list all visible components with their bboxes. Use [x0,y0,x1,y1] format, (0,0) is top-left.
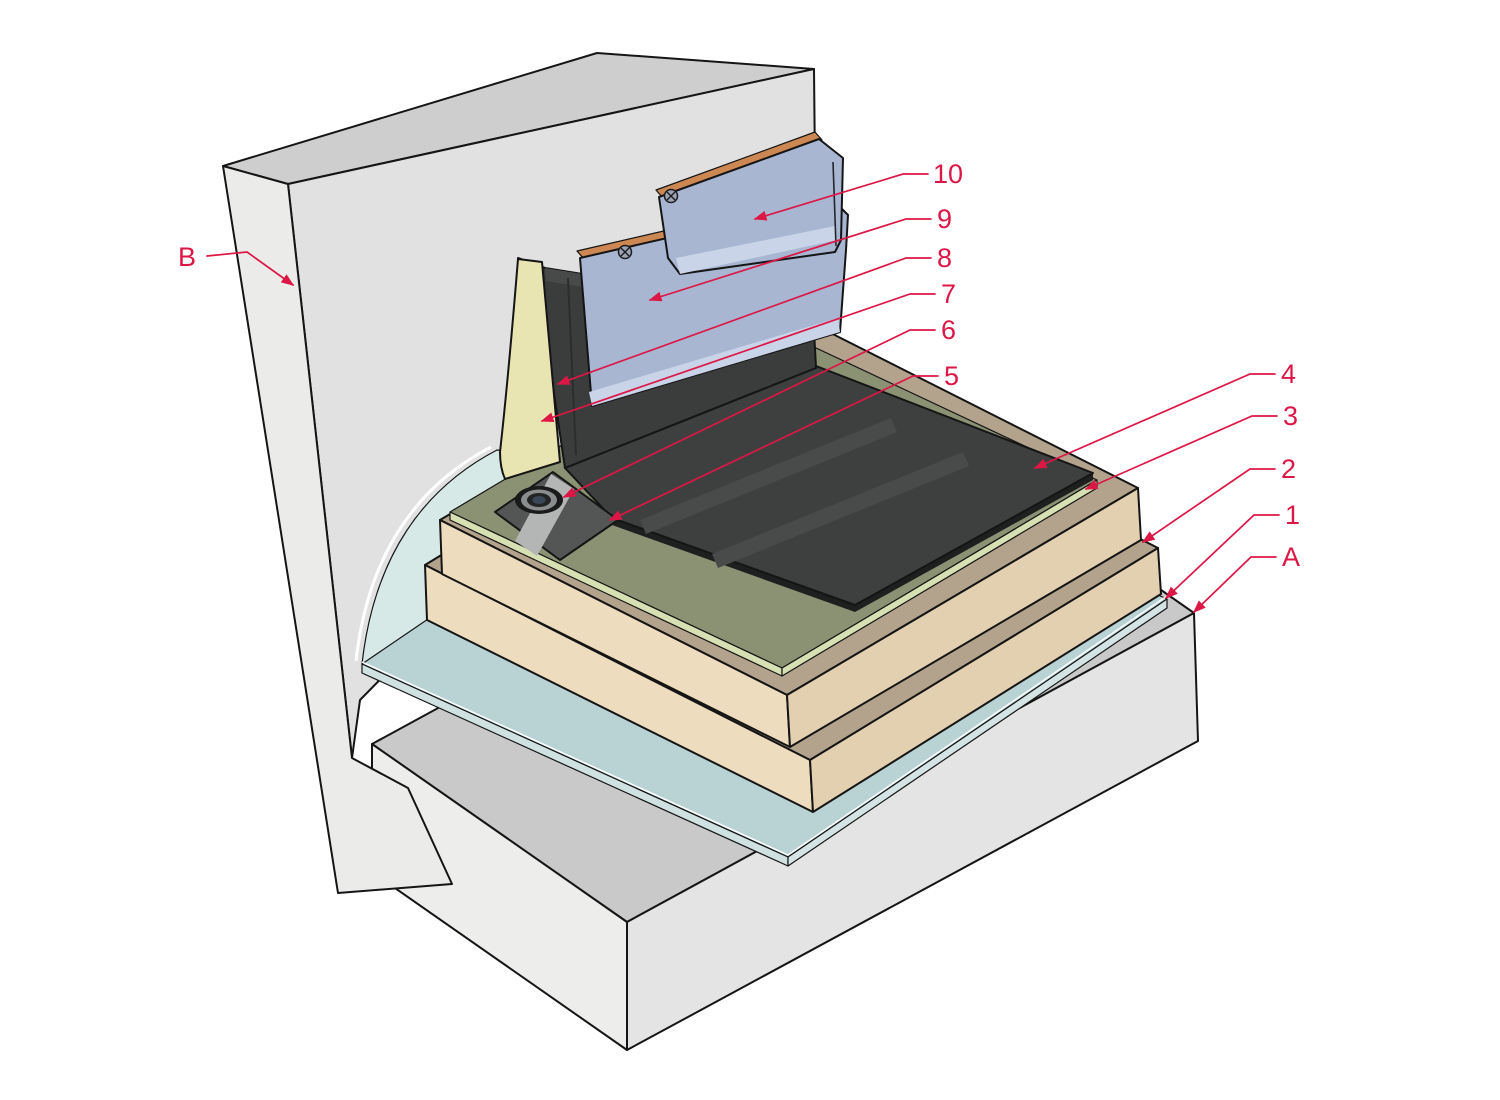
sealant-strip [499,258,561,480]
callout-leader-A [1192,556,1277,614]
fastener-screw-head [532,496,546,504]
flashing-10-return-edge [832,161,837,247]
callout-leader-9 [648,218,932,302]
callout-leader-6 [562,329,936,498]
vapour-edge-highlight [361,595,1168,856]
cove-edge-highlight [354,445,492,662]
callout-label-7: 7 [941,279,956,309]
insulation-upper-right-face [786,487,1142,748]
callout-leader-B [206,251,295,286]
callout-label-6: 6 [941,315,956,345]
callout-label-A: A [1282,542,1300,572]
membrane-upstand-corner-line [567,277,577,456]
callout-leader-1 [1164,514,1280,600]
flashing-10-screw-slot [666,191,676,201]
callout-label-B: B [178,242,196,272]
callout-label-4: 4 [1281,359,1296,389]
wall-front-face [222,165,453,894]
flashing-9-screw-slot [620,247,630,257]
flashing-upper [655,131,844,275]
callout-label-1: 1 [1285,500,1300,530]
callout-leader-2 [1141,468,1276,543]
callout-leader-4 [1033,373,1276,469]
membrane-thickness-right [855,473,1093,612]
membrane-seam [640,418,897,534]
callout-label-3: 3 [1283,401,1298,431]
insulation-lower-right-face [809,547,1162,813]
membrane-thickness-left [612,518,855,612]
callout-leader-5 [608,375,939,521]
callout-label-10: 10 [933,159,963,189]
vapour-edge-right [787,598,1168,867]
callout-annotations: 10 9 8 7 6 5 4 3 2 1A B [178,159,1300,614]
callout-leader-10 [753,173,929,221]
callout-leader-3 [1084,415,1278,490]
flashing-10-drip-band [676,226,837,274]
callout-leader-7 [540,293,936,422]
callout-label-9: 9 [937,204,952,234]
callout-label-2: 2 [1281,454,1296,484]
callout-label-8: 8 [937,243,952,273]
callout-label-5: 5 [944,361,959,391]
membrane-seam [712,452,969,568]
callout-leader-8 [556,257,932,385]
